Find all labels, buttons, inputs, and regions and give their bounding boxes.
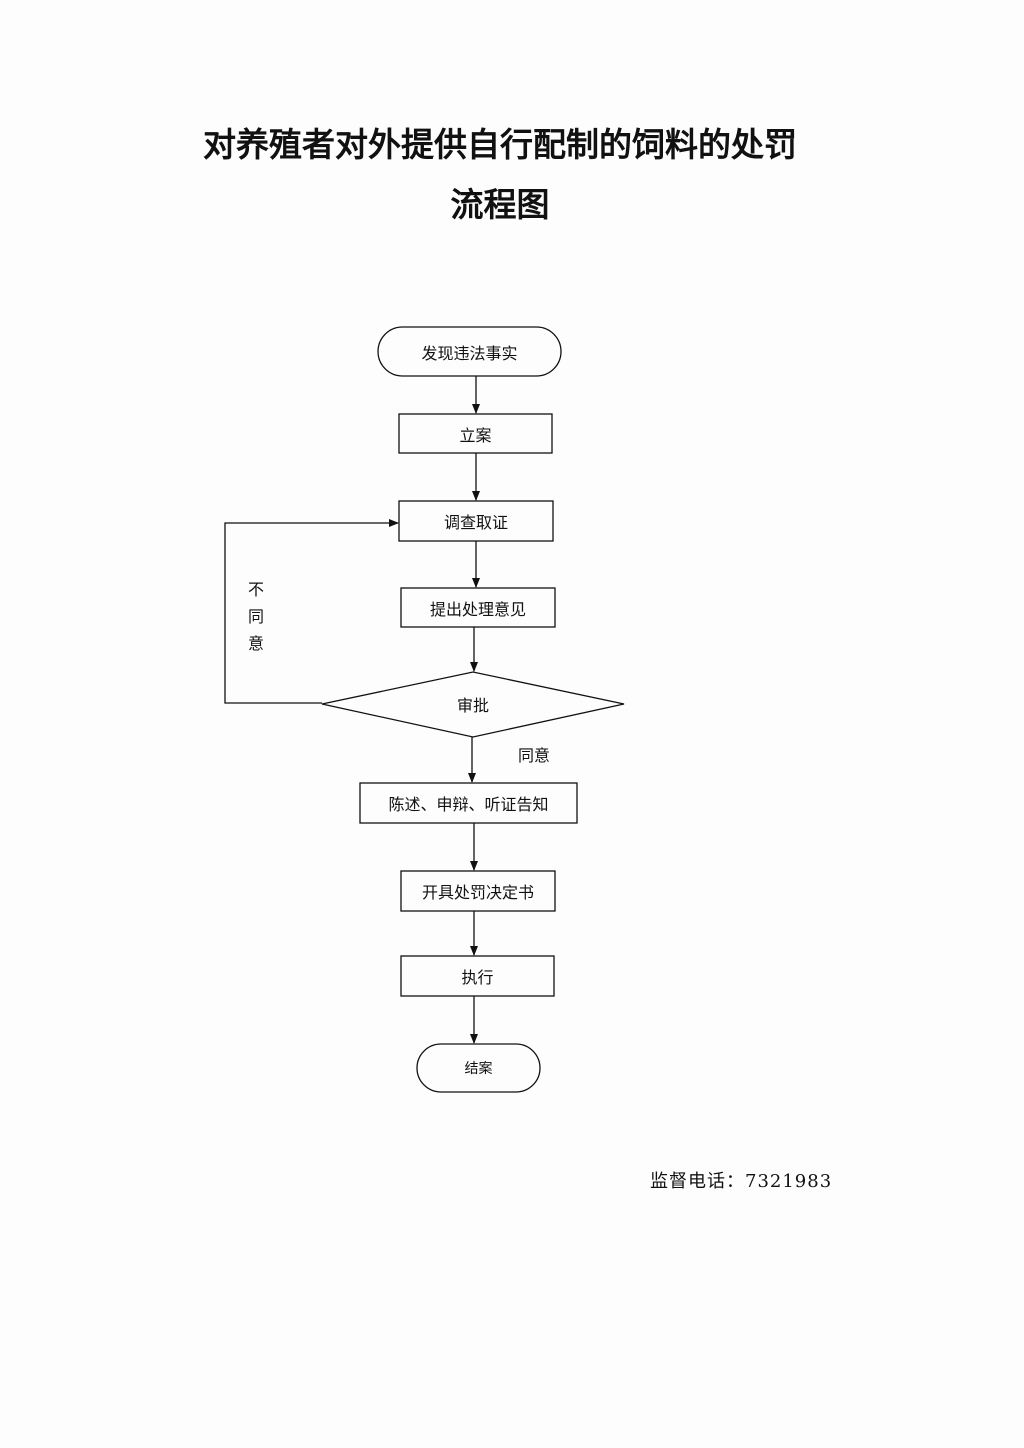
agree-label: 同意 [517,746,550,765]
approve-label: 审批 [456,696,489,715]
approve-diamond [321,671,625,738]
decision-label: 开具处罚决定书 [421,883,534,902]
end-label: 结案 [464,1061,493,1077]
investigate-label: 调查取证 [443,513,508,532]
decision-box [400,870,556,912]
document-title-line2: 流程图 [450,185,550,224]
propose-label: 提出处理意见 [429,599,526,619]
supervision-phone: 监督电话：7321983 [650,1171,833,1192]
notify-label: 陈述、申辩、听证告知 [388,795,549,814]
disagree-label: 不同意 [247,580,264,653]
arrow-disagree-loop [224,519,399,704]
execute-label: 执行 [461,968,494,987]
notify-box [359,782,578,824]
document-title-line1: 对养殖者对外提供自行配制的饲料的处罚 [203,125,797,164]
end-terminal [416,1043,541,1093]
start-terminal [377,326,562,377]
propose-box [400,587,556,628]
file-case-label: 立案 [459,425,492,445]
execute-box [400,955,555,997]
start-label: 发现违法事实 [421,343,518,363]
